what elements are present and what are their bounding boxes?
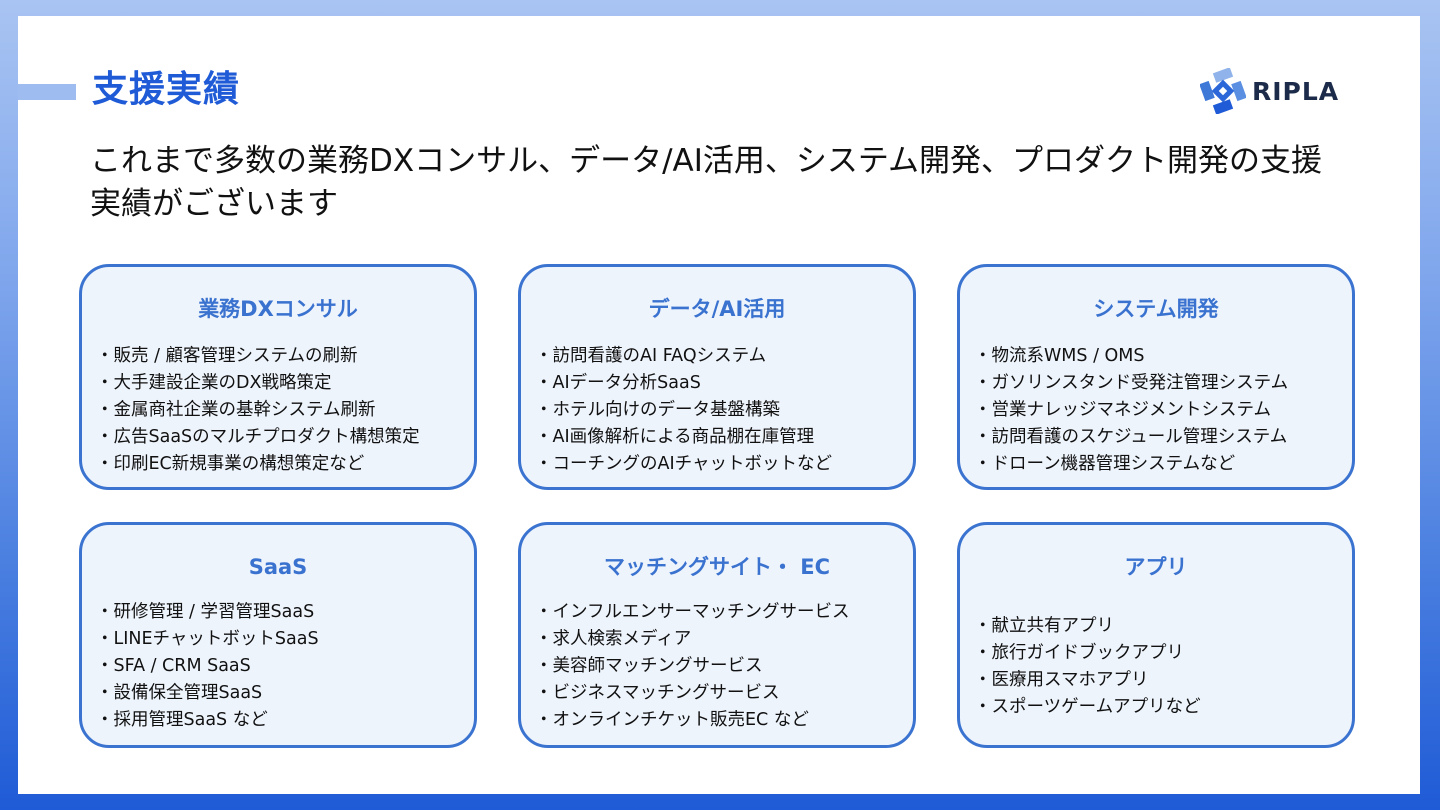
- card-business-dx: 業務DXコンサル ・販売 / 顧客管理システムの刷新 ・大手建設企業のDX戦略策…: [79, 264, 477, 490]
- card-title: 業務DXコンサル: [198, 297, 358, 321]
- title-accent-bar: [18, 84, 76, 100]
- list-item: ・医療用スマホアプリ: [974, 670, 1149, 690]
- list-item: ・AIデータ分析SaaS: [535, 373, 701, 393]
- card-matching-ec: マッチングサイト・ EC ・インフルエンサーマッチングサービス ・求人検索メディ…: [518, 522, 916, 748]
- list-item: ・LINEチャットボットSaaS: [96, 629, 319, 649]
- list-item: ・ガソリンスタンド受発注管理システム: [974, 373, 1289, 393]
- card-list: ・訪問看護のAI FAQシステム ・AIデータ分析SaaS ・ホテル向けのデータ…: [535, 343, 905, 478]
- list-item: ・金属商社企業の基幹システム刷新: [96, 400, 376, 420]
- list-item: ・ホテル向けのデータ基盤構築: [535, 400, 780, 420]
- list-item: ・オンラインチケット販売EC など: [535, 710, 809, 730]
- list-item: ・訪問看護のAI FAQシステム: [535, 346, 767, 366]
- list-item: ・印刷EC新規事業の構想策定など: [96, 454, 365, 474]
- list-item: ・採用管理SaaS など: [96, 710, 268, 730]
- card-list: ・販売 / 顧客管理システムの刷新 ・大手建設企業のDX戦略策定 ・金属商社企業…: [96, 343, 466, 478]
- card-system-dev: システム開発 ・物流系WMS / OMS ・ガソリンスタンド受発注管理システム …: [957, 264, 1355, 490]
- card-title: マッチングサイト・ EC: [603, 555, 831, 579]
- logo-text: RIPLA: [1252, 76, 1340, 106]
- list-item: ・販売 / 顧客管理システムの刷新: [96, 346, 358, 366]
- list-item: ・大手建設企業のDX戦略策定: [96, 373, 332, 393]
- list-item: ・献立共有アプリ: [974, 616, 1114, 636]
- list-item: ・物流系WMS / OMS: [974, 346, 1145, 366]
- list-item: ・営業ナレッジマネジメントシステム: [974, 400, 1271, 420]
- list-item: ・設備保全管理SaaS: [96, 683, 263, 703]
- list-item: ・SFA / CRM SaaS: [96, 656, 251, 676]
- card-title: SaaS: [248, 555, 308, 579]
- list-item: ・インフルエンサーマッチングサービス: [535, 602, 850, 622]
- page-title: 支援実績: [92, 69, 241, 110]
- list-item: ・AI画像解析による商品棚在庫管理: [535, 427, 815, 447]
- card-title: アプリ: [1124, 555, 1188, 579]
- list-item: ・美容師マッチングサービス: [535, 656, 763, 676]
- list-item: ・コーチングのAIチャットボットなど: [535, 454, 832, 474]
- card-data-ai: データ/AI活用 ・訪問看護のAI FAQシステム ・AIデータ分析SaaS ・…: [518, 264, 916, 490]
- list-item: ・訪問看護のスケジュール管理システム: [974, 427, 1288, 447]
- card-saas: SaaS ・研修管理 / 学習管理SaaS ・LINEチャットボットSaaS ・…: [79, 522, 477, 748]
- list-item: ・ビジネスマッチングサービス: [535, 683, 780, 703]
- list-item: ・広告SaaSのマルチプロダクト構想策定: [96, 427, 420, 447]
- list-item: ・求人検索メディア: [535, 629, 692, 649]
- card-title: データ/AI活用: [648, 297, 786, 321]
- list-item: ・研修管理 / 学習管理SaaS: [96, 602, 315, 622]
- card-list: ・献立共有アプリ ・旅行ガイドブックアプリ ・医療用スマホアプリ ・スポーツゲー…: [974, 613, 1344, 721]
- card-apps: アプリ ・献立共有アプリ ・旅行ガイドブックアプリ ・医療用スマホアプリ ・スポ…: [957, 522, 1355, 748]
- list-item: ・スポーツゲームアプリなど: [974, 697, 1201, 717]
- list-item: ・旅行ガイドブックアプリ: [974, 643, 1184, 663]
- lead-text: これまで多数の業務DXコンサル、データ/AI活用、システム開発、プロダクト開発の…: [90, 143, 1322, 222]
- card-list: ・物流系WMS / OMS ・ガソリンスタンド受発注管理システム ・営業ナレッジ…: [974, 343, 1344, 478]
- list-item: ・ドローン機器管理システムなど: [974, 454, 1236, 474]
- card-list: ・研修管理 / 学習管理SaaS ・LINEチャットボットSaaS ・SFA /…: [96, 599, 466, 734]
- ripla-logo: RIPLA: [1200, 68, 1339, 114]
- card-title: システム開発: [1093, 297, 1219, 321]
- card-list: ・インフルエンサーマッチングサービス ・求人検索メディア ・美容師マッチングサー…: [535, 599, 905, 734]
- ripla-logo-icon: [1200, 68, 1246, 114]
